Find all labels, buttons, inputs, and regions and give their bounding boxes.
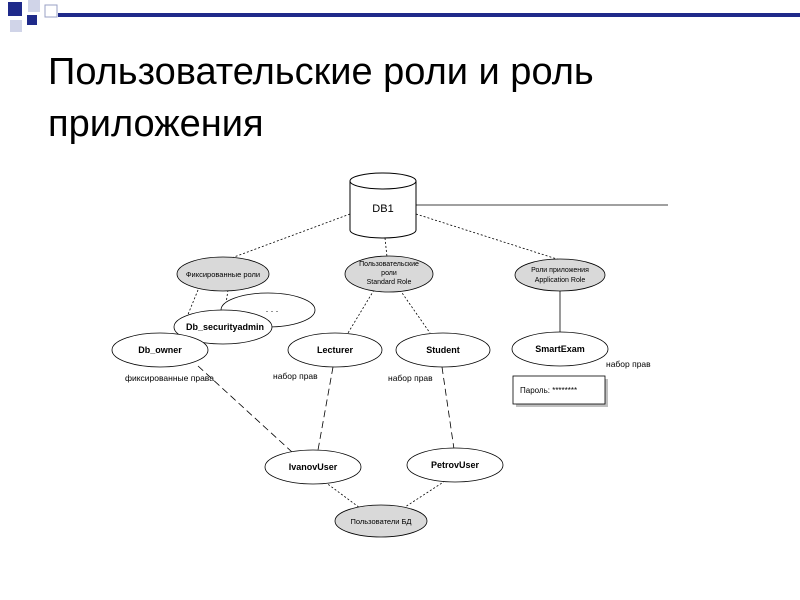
user-roles-label-1: Пользовательские: [359, 261, 419, 268]
annotation-set-rights-app: набор прав: [606, 359, 651, 369]
node-db-securityadmin: Db_securityadmin: [173, 309, 273, 345]
db-to-user-roles: [384, 237, 388, 258]
app-roles-label-1: Роли приложения: [531, 267, 589, 274]
password-box-frame: [512, 375, 606, 405]
ivanov-user-shape: [264, 449, 362, 485]
deco-square-2: [28, 0, 40, 12]
user-roles-label-3: Standard Role: [367, 279, 412, 286]
node-db-owner: Db_owner: [111, 332, 209, 368]
smartexam-shape: [511, 331, 609, 367]
node-petrov-user: PetrovUser: [406, 447, 504, 483]
slide-decoration: [8, 0, 800, 32]
db-securityadmin-label: Db_securityadmin: [186, 322, 264, 332]
database-label: DB1: [372, 203, 393, 215]
app-roles-label-2: Application Role: [535, 277, 586, 284]
node-smartexam: SmartExam: [511, 331, 609, 367]
db-owner-shape: [111, 332, 209, 368]
slide-title: Пользовательские роли и роль приложения: [48, 46, 748, 150]
db-securityadmin-shape: [173, 309, 273, 345]
petrov-user-label: PetrovUser: [431, 460, 480, 470]
node-user-roles: Пользовательские роли Standard Role: [344, 255, 434, 293]
node-fixed-roles: Фиксированные роли: [176, 256, 270, 292]
app-roles-shape: [514, 258, 606, 292]
deco-square-1: [8, 2, 22, 16]
user-roles-to-lecturer: [347, 289, 375, 334]
user-roles-label-2: роли: [381, 270, 397, 277]
database-db1: DB1: [349, 172, 417, 239]
annotation-set-rights-student: набор прав: [388, 373, 433, 383]
database-top: [349, 172, 417, 190]
student-shape: [395, 332, 491, 368]
deco-square-5: [44, 4, 58, 18]
deco-square-4: [27, 15, 37, 25]
password-box-text: Пароль: ********: [520, 386, 577, 395]
node-db-users: Пользователи БД: [334, 504, 428, 538]
ivanov-to-dbusers: [324, 481, 361, 509]
fixed-roles-label: Фиксированные роли: [186, 270, 260, 279]
node-lecturer: Lecturer: [287, 332, 383, 368]
student-label: Student: [426, 345, 460, 355]
lecturer-to-ivanov: [317, 366, 334, 451]
connectors: [179, 204, 668, 510]
db-to-fixed: [225, 213, 351, 261]
db-users-label: Пользователи БД: [350, 517, 411, 526]
db-owner-label: Db_owner: [138, 345, 182, 355]
annotation-fixed-rights: фиксированные права: [125, 373, 214, 383]
node-student: Student: [395, 332, 491, 368]
top-bar: [58, 13, 800, 17]
petrov-user-shape: [406, 447, 504, 483]
smartexam-label: SmartExam: [535, 344, 585, 354]
dots-role-label: . . .: [266, 304, 279, 314]
node-app-roles: Роли приложения Application Role: [514, 258, 606, 292]
lecturer-label: Lecturer: [317, 345, 354, 355]
slide-title-line-1: Пользовательские роли и роль: [48, 51, 594, 93]
lecturer-shape: [287, 332, 383, 368]
node-ivanov-user: IvanovUser: [264, 449, 362, 485]
slide-title-line-2: приложения: [48, 103, 264, 145]
petrov-to-dbusers: [401, 480, 446, 510]
user-roles-shape: [344, 255, 434, 293]
db-to-app-roles: [415, 213, 561, 261]
deco-square-3: [10, 20, 22, 32]
ivanov-user-label: IvanovUser: [289, 462, 338, 472]
student-to-petrov: [441, 366, 455, 450]
fixed-roles-shape: [176, 256, 270, 292]
db-users-shape: [334, 504, 428, 538]
annotation-set-rights-lecturer: набор прав: [273, 371, 318, 381]
user-roles-to-student: [399, 289, 431, 334]
password-box: Пароль: ********: [512, 375, 608, 407]
database-body: [349, 181, 417, 239]
